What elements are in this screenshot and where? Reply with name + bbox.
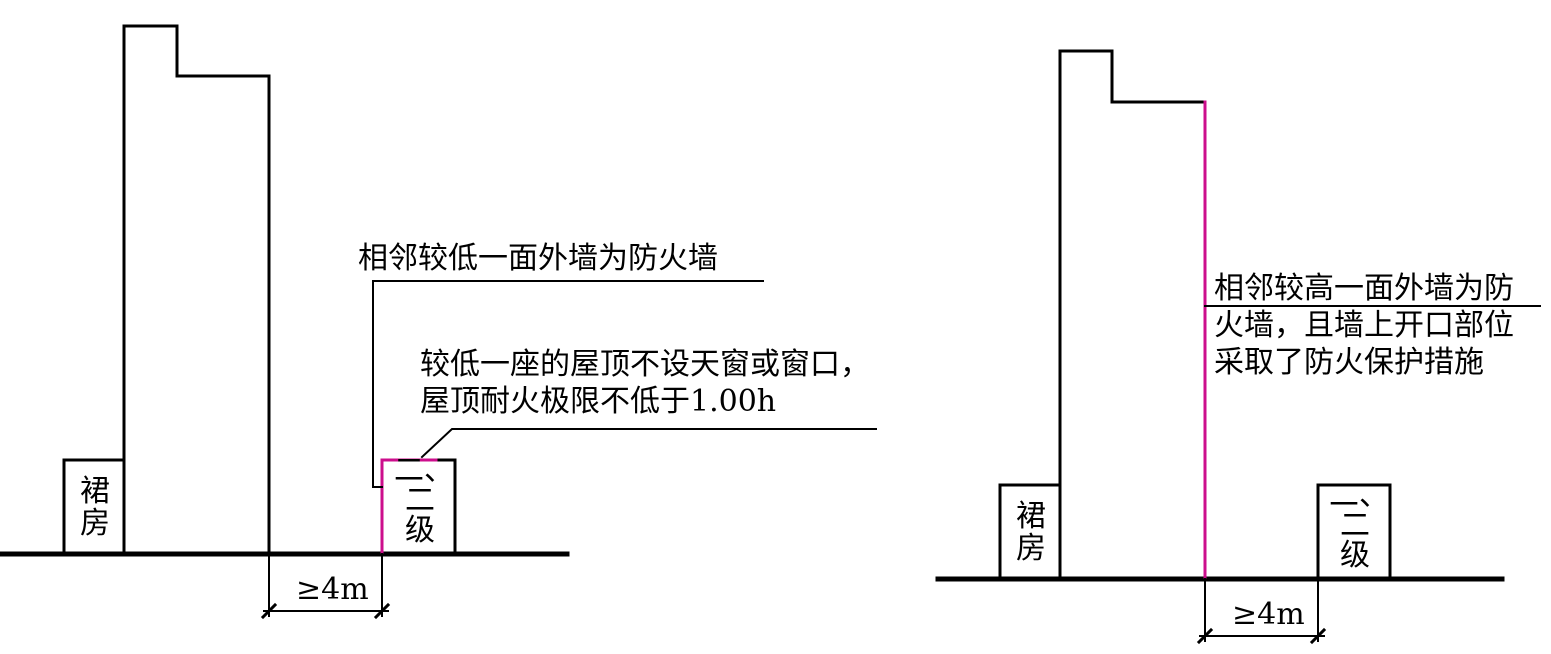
- right-low-building-char-1: 二、: [1329, 478, 1389, 513]
- left-roof-note: 较低一座的屋顶不设天窗或窗口， 屋顶耐火极限不低于1.00h: [420, 346, 870, 420]
- right-wall-note: 相邻较高一面外墙为防 火墙，且墙上开口部位 采取了防火保护措施: [1214, 270, 1514, 381]
- left-low-building-char-2: 二: [405, 483, 435, 518]
- left-low-building-label: 二、 二 级: [386, 456, 454, 546]
- right-podium-char-2: 房: [1016, 531, 1046, 566]
- right-diagram: [935, 49, 1541, 645]
- left-roof-note-line-1: 较低一座的屋顶不设天窗或窗口，: [420, 347, 870, 382]
- left-podium-label: 裙 房: [66, 476, 124, 540]
- right-wall-note-line-3: 采取了防火保护措施: [1214, 345, 1484, 380]
- right-podium-char-1: 裙: [1016, 499, 1046, 534]
- right-wall-note-line-1: 相邻较高一面外墙为防: [1214, 271, 1514, 306]
- left-dim-tick-1: [260, 602, 278, 620]
- left-tall-building-outline: [122, 24, 271, 554]
- right-low-building-char-2: 二: [1340, 508, 1370, 543]
- left-low-building-outline: [434, 458, 457, 554]
- left-dimension-label: ≥4m: [296, 572, 369, 607]
- right-low-building-outline: [1316, 483, 1392, 579]
- left-roof-note-line-2: 屋顶耐火极限不低于1.00h: [420, 384, 777, 419]
- left-firewall: [380, 458, 438, 554]
- left-dimension: [260, 553, 391, 620]
- left-low-building-char-3: 级: [405, 513, 435, 548]
- right-low-building-char-3: 级: [1340, 538, 1370, 573]
- right-tall-building-outline: [1058, 49, 1207, 579]
- left-podium-char-1: 裙: [80, 474, 110, 509]
- left-diagram: [0, 24, 877, 620]
- left-roof-leader: [420, 428, 877, 459]
- left-podium-char-2: 房: [80, 506, 110, 541]
- right-low-building-label: 二、 二 级: [1320, 481, 1390, 571]
- left-wall-leader: [372, 280, 764, 488]
- left-wall-note: 相邻较低一面外墙为防火墙: [358, 241, 718, 276]
- right-dim-tick-1: [1196, 627, 1214, 645]
- right-podium-label: 裙 房: [1002, 501, 1060, 565]
- right-wall-note-line-2: 火墙，且墙上开口部位: [1214, 308, 1514, 343]
- right-dim-tick-2: [1309, 627, 1327, 645]
- left-podium-outline: [62, 458, 126, 554]
- left-low-building-char-1: 二、: [394, 453, 454, 488]
- left-dim-tick-2: [373, 602, 391, 620]
- right-dimension: [1196, 578, 1327, 645]
- right-dimension-label: ≥4m: [1232, 597, 1305, 632]
- right-podium-outline: [998, 483, 1062, 579]
